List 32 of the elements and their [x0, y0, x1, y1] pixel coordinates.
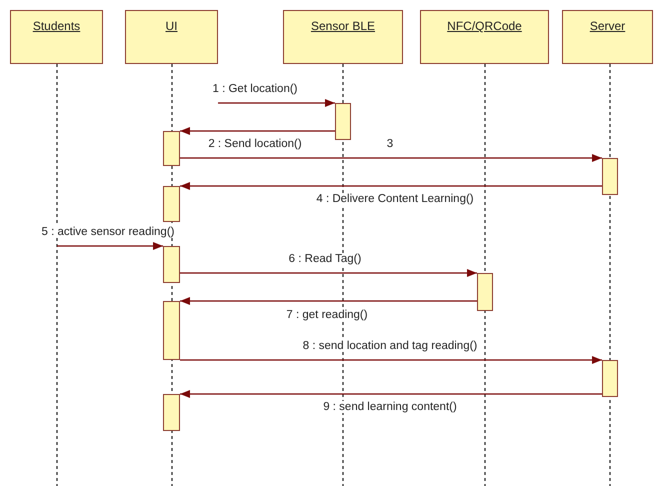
activation-bar [602, 360, 618, 397]
participant-name: Students [32, 19, 80, 33]
edge-label: 1 : Get location() [212, 83, 298, 95]
participant-name: Server [590, 19, 626, 33]
activation-bar [602, 158, 618, 195]
activation-bar [163, 186, 180, 222]
message-arrow [218, 99, 335, 107]
edge-label: 4 : Delivere Content Learning() [315, 193, 475, 205]
message-arrow [180, 356, 602, 364]
activation-bar [163, 246, 180, 283]
edge-label: 2 : Send location() [207, 138, 303, 150]
activation-bar [163, 394, 180, 431]
message-arrow [180, 182, 602, 190]
message-arrow [57, 242, 163, 250]
activation-bar [335, 103, 351, 140]
activation-bar [163, 131, 180, 166]
edge-label: 5 : active sensor reading() [40, 226, 176, 238]
message-arrow [180, 390, 602, 398]
edge-label: 9 : send learning content() [322, 401, 458, 413]
participant-name: UI [166, 19, 178, 33]
edge-label: 3 [386, 138, 394, 150]
participant-name: NFC/QRCode [447, 19, 522, 33]
participant-name: Sensor BLE [310, 19, 376, 33]
message-arrow [180, 154, 602, 162]
message-arrow [180, 127, 335, 135]
activation-bar [163, 301, 180, 360]
edge-label: 7 : get reading() [285, 309, 369, 321]
message-arrow [180, 269, 477, 277]
message-arrow [180, 297, 477, 305]
edge-label: 6 : Read Tag() [288, 253, 362, 265]
activation-bar [477, 273, 493, 311]
edge-label: 8 : send location and tag reading() [302, 340, 478, 352]
